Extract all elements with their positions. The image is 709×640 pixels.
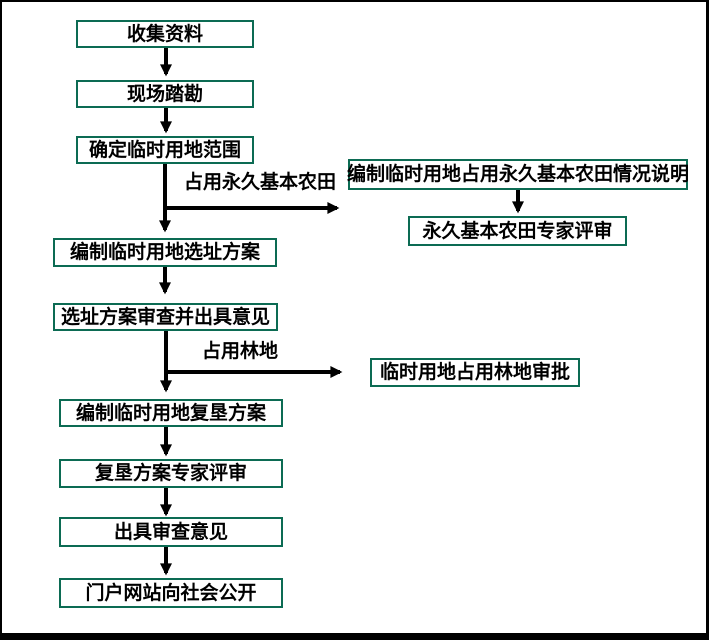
node-issue-review-opinion: 出具审查意见 [59,517,283,547]
node-site-plan-review: 选址方案审查并出具意见 [53,303,278,331]
node-define-land-scope: 确定临时用地范围 [76,136,254,164]
node-public-disclosure: 门户网站向社会公开 [59,578,283,608]
edge-label-forest: 占用林地 [202,341,279,362]
node-reclamation-expert-review: 复垦方案专家评审 [59,459,283,488]
node-forest-land-approval: 临时用地占用林地审批 [370,358,580,387]
node-site-selection-plan: 编制临时用地选址方案 [53,238,277,267]
node-farmland-statement: 编制临时用地占用永久基本农田情况说明 [347,159,689,190]
node-collect-data: 收集资料 [76,20,254,48]
node-reclamation-plan: 编制临时用地复垦方案 [59,399,283,427]
node-farmland-expert-review: 永久基本农田专家评审 [408,216,627,246]
edge-label-farmland: 占用永久基本农田 [184,172,337,193]
node-site-survey: 现场踏勘 [76,80,254,108]
